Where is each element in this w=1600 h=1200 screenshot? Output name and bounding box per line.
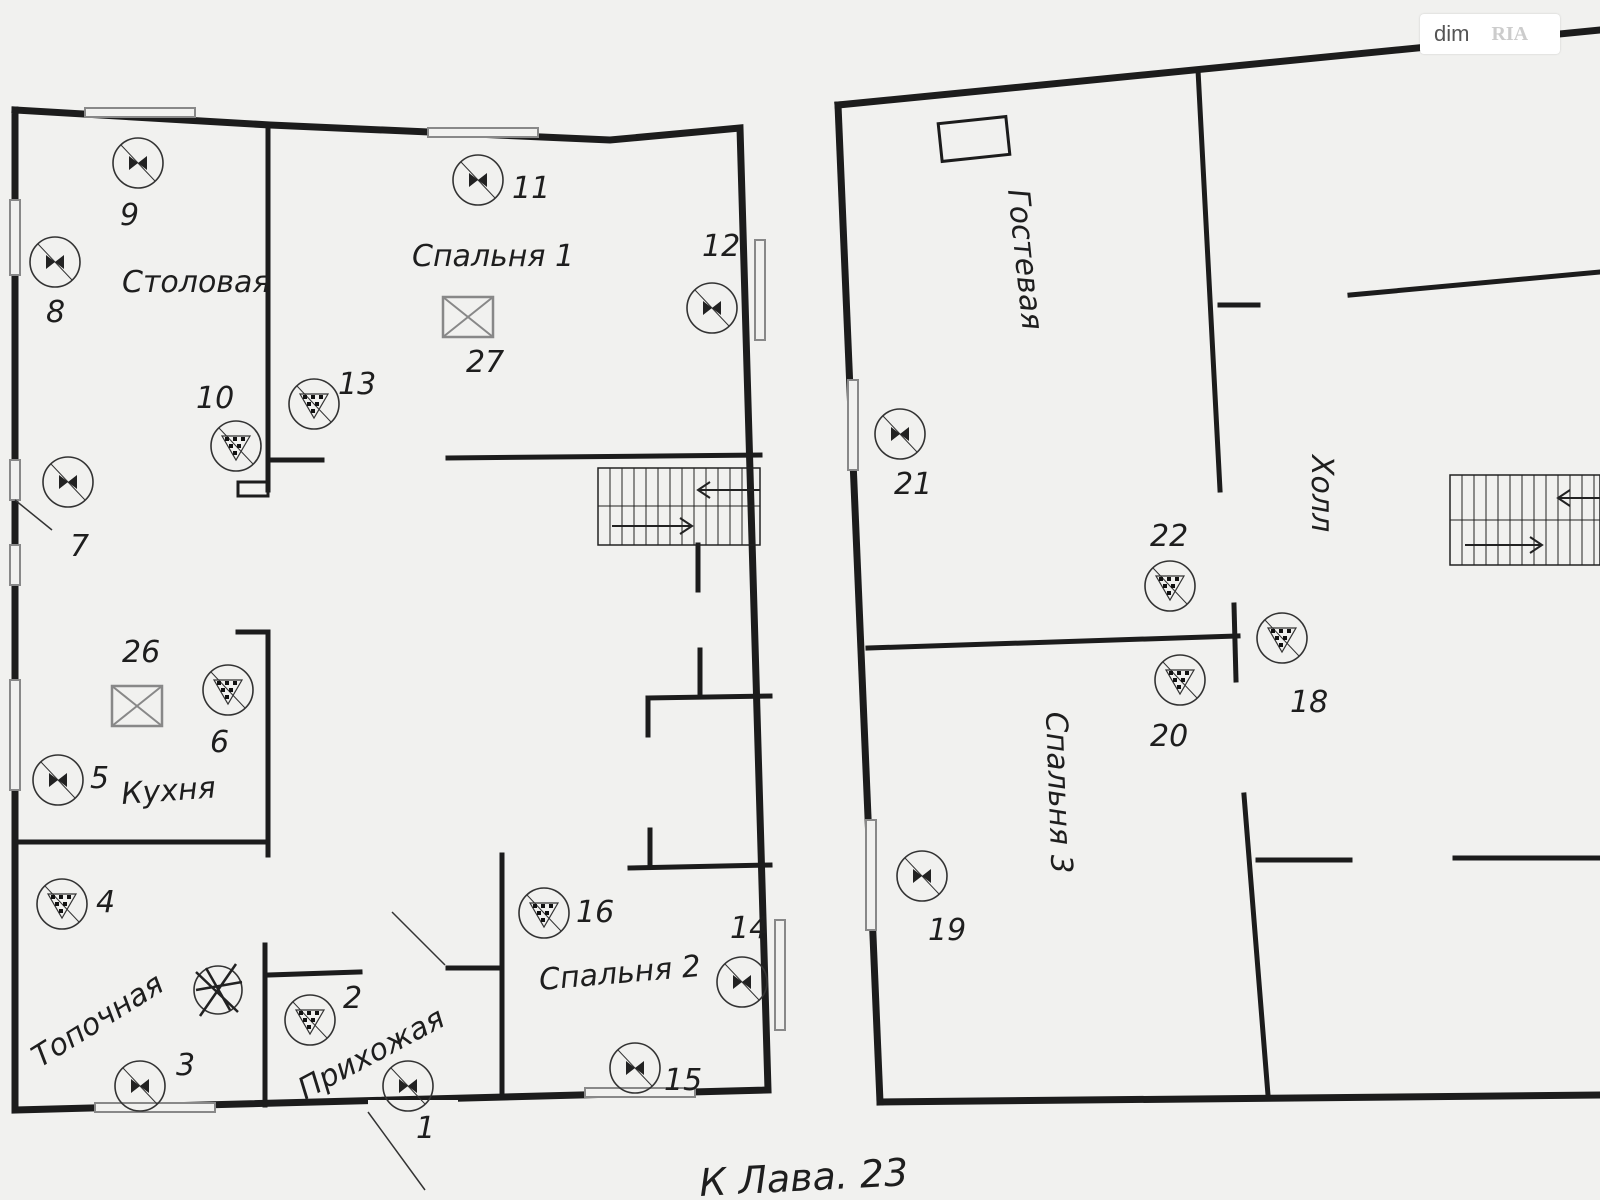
point-number-1: 1: [416, 1111, 435, 1146]
crossed-box-icon-26: [110, 684, 164, 728]
smoke-detector-icon-13: [288, 378, 340, 430]
speaker-icon-7: [42, 456, 94, 508]
speaker-icon-5: [32, 754, 84, 806]
point-number-8: 8: [46, 295, 65, 330]
crossed-out-icon: [193, 963, 243, 1017]
point-number-11: 11: [512, 171, 550, 206]
speaker-icon-21: [874, 408, 926, 460]
speaker-icon-9: [112, 137, 164, 189]
smoke-detector-icon-10: [210, 420, 262, 472]
point-number-12: 12: [702, 229, 740, 264]
room-label-kukhnya: Кухня: [120, 770, 217, 812]
point-numbers: 1 2 3 4 5 6 7 8 9 10 11 12 13 14 15 16 1…: [46, 171, 1328, 1146]
crossed-box-icon-27: [441, 295, 495, 339]
address-note: К Лава. 23: [698, 1150, 909, 1200]
point-number-16: 16: [576, 895, 614, 930]
watermark-brand-dim: dim: [1434, 21, 1470, 46]
smoke-detector-icon-20: [1154, 654, 1206, 706]
room-label-spalnya3: Спальня 3: [1038, 711, 1079, 874]
watermark-badge: dim RIA: [1420, 14, 1560, 54]
speaker-icon-12: [686, 282, 738, 334]
point-number-4: 4: [96, 885, 115, 920]
speaker-icon-15: [609, 1042, 661, 1094]
smoke-detector-icon-2: [284, 994, 336, 1046]
point-number-14: 14: [730, 911, 768, 946]
point-number-20: 20: [1150, 719, 1188, 754]
speaker-icon-8: [29, 236, 81, 288]
room-label-prikhozhaya: Прихожая: [292, 1001, 450, 1107]
point-number-26: 26: [122, 635, 160, 670]
point-number-18: 18: [1290, 685, 1328, 720]
point-number-22: 22: [1150, 519, 1188, 554]
point-number-21: 21: [894, 467, 932, 502]
point-number-27: 27: [466, 345, 504, 380]
room-labels: Столовая Спальня 1 Кухня Топочная Прихож…: [26, 187, 1339, 1107]
room-label-spalnya2: Спальня 2: [538, 949, 703, 998]
room-label-kholl: Холл: [1304, 453, 1339, 532]
point-number-7: 7: [70, 529, 89, 564]
staircase-right: [1449, 474, 1600, 566]
room-label-stolovaya: Столовая: [122, 265, 270, 300]
room-label-topochnaya: Топочная: [26, 966, 170, 1074]
symbols: [29, 137, 1308, 1112]
point-number-13: 13: [338, 367, 376, 402]
speaker-icon-11: [452, 154, 504, 206]
point-number-9: 9: [120, 198, 139, 233]
staircase-left: [597, 467, 761, 546]
smoke-detector-icon-18: [1256, 612, 1308, 664]
right-building-walls: [834, 26, 1600, 1106]
point-number-15: 15: [664, 1063, 702, 1098]
smoke-detector-icon-22: [1144, 560, 1196, 612]
point-number-6: 6: [210, 725, 229, 760]
point-number-19: 19: [928, 913, 966, 948]
smoke-detector-icon-4: [36, 878, 88, 930]
point-number-3: 3: [176, 1048, 195, 1083]
room-label-spalnya1: Спальня 1: [412, 239, 574, 274]
smoke-detector-icon-6: [202, 664, 254, 716]
point-number-10: 10: [196, 381, 234, 416]
room-label-gostevaya: Гостевая: [1000, 187, 1050, 331]
smoke-detector-icon-16: [518, 887, 570, 939]
point-number-2: 2: [343, 981, 362, 1016]
speaker-icon-14: [716, 956, 768, 1008]
watermark-brand-ria: RIA: [1491, 22, 1529, 45]
speaker-icon-19: [896, 850, 948, 902]
point-number-5: 5: [90, 761, 109, 796]
